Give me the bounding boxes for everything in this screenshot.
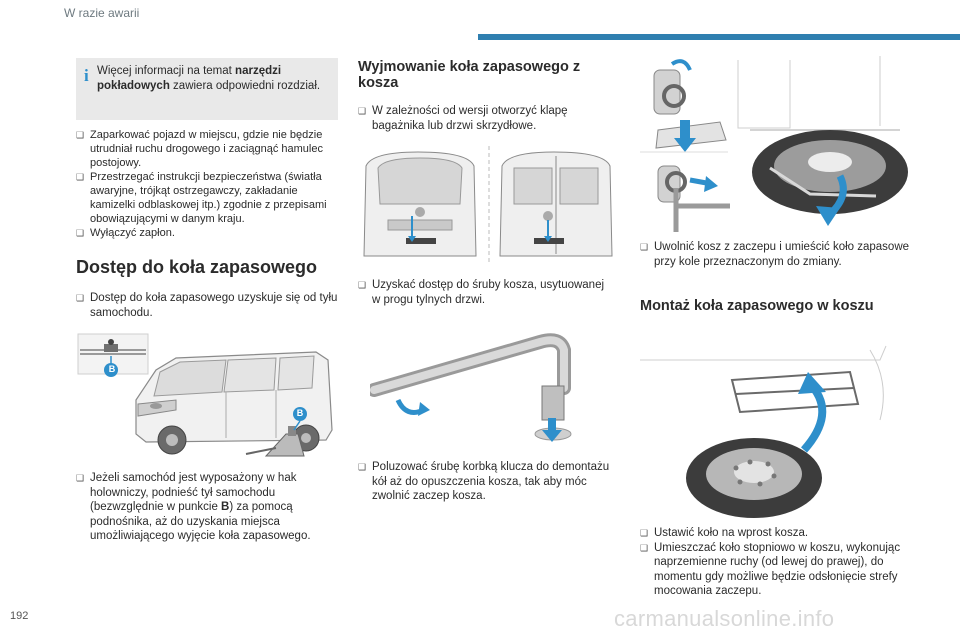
watermark: carmanualsonline.info <box>614 606 835 631</box>
marker-b-label: B <box>296 408 304 418</box>
loosen-screw-bullet: ❑ Poluzować śrubę korbką klucza do demont… <box>358 460 610 504</box>
bullet-marker-icon: ❑ <box>358 106 367 116</box>
bullet-marker-icon: ❑ <box>76 228 85 238</box>
list-item: ❑ Wyłączyć zapłon. <box>76 226 344 240</box>
safety-bullet-list: ❑ Zaparkować pojazd w miejscu, gdzie nie … <box>76 128 344 240</box>
list-item-text: Uwolnić kosz z zaczepu i umieścić koło z… <box>654 241 910 268</box>
list-item: ❑ Umieszczać koło stopniowo w koszu, wyko… <box>640 541 912 599</box>
tow-bullet: ❑ Jeżeli samochód jest wyposażony w hak h… <box>76 471 342 544</box>
wheel-into-basket-illustration <box>640 345 887 518</box>
list-item: ❑ Uwolnić kosz z zaczepu i umieścić koło … <box>640 240 910 269</box>
info-icon: i <box>84 66 89 85</box>
bullet-marker-icon: ❑ <box>76 293 85 303</box>
list-item-text: Umieszczać koło stopniowo w koszu, wykon… <box>654 541 901 598</box>
info-text: Więcej informacji na temat narzędzi pokł… <box>97 64 329 94</box>
wheel-wrench-illustration <box>370 333 572 442</box>
bullet-marker-icon: ❑ <box>640 528 649 538</box>
list-item-text: W zależności od wersji otworzyć klapę ba… <box>372 105 568 132</box>
list-item-text: Zaparkować pojazd w miejscu, gdzie nie b… <box>90 129 323 169</box>
marker-b-label: B <box>108 364 116 374</box>
bullet-marker-icon: ❑ <box>76 172 85 182</box>
section-title: W razie awarii <box>64 6 140 20</box>
marker-b-icon <box>104 363 118 377</box>
list-item: ❑ Jeżeli samochód jest wyposażony w hak h… <box>76 471 342 544</box>
release-basket-bullet: ❑ Uwolnić kosz z zaczepu i umieścić koło … <box>640 240 910 269</box>
screw-access-bullet: ❑ Uzyskać dostęp do śruby kosza, usytuowa… <box>358 278 610 307</box>
bullet-marker-icon: ❑ <box>358 280 367 290</box>
list-item-bold: B <box>221 501 230 513</box>
info-text-suffix: zawiera odpowiedni rozdział. <box>169 80 321 92</box>
bullet-marker-icon: ❑ <box>358 462 367 472</box>
list-item-text: Uzyskać dostęp do śruby kosza, usytuowan… <box>372 279 605 306</box>
heading-spare-wheel-access: Dostęp do koła zapasowego <box>76 257 318 277</box>
rear-doors-illustration <box>363 146 613 264</box>
bullet-marker-icon: ❑ <box>640 542 649 553</box>
list-item: ❑ Przestrzegać instrukcji bezpieczeństwa … <box>76 170 344 226</box>
list-item-text: Jeżeli samochód jest wyposażony w hak ho… <box>90 472 297 513</box>
list-item-text: Poluzować śrubę korbką klucza do demonta… <box>372 461 610 502</box>
list-item: ❑ W zależności od wersji otworzyć klapę b… <box>358 104 608 133</box>
list-item-text: Ustawić koło na wprost kosza. <box>654 527 809 539</box>
bullet-marker-icon: ❑ <box>76 130 85 140</box>
heading-fit-spare-wheel: Montaż koła zapasowego w koszu <box>640 298 874 314</box>
door-bullet: ❑ W zależności od wersji otworzyć klapę b… <box>358 104 608 133</box>
list-item-text: Dostęp do koła zapasowego uzyskuje się o… <box>90 292 338 319</box>
basket-release-illustration <box>640 56 908 232</box>
list-item-text: ) za pomocą podnośnika, aż do uzyskania … <box>90 501 311 542</box>
header-accent-bar <box>478 34 960 40</box>
van-jack-illustration <box>77 333 333 457</box>
info-text-prefix: Więcej informacji na temat <box>97 65 236 77</box>
list-item: ❑ Poluzować śrubę korbką klucza do demont… <box>358 460 610 504</box>
fit-wheel-bullet-list: ❑ Ustawić koło na wprost kosza. ❑ Umieszcz… <box>640 526 912 599</box>
list-item-text: Wyłączyć zapłon. <box>90 227 175 239</box>
list-item: ❑ Dostęp do koła zapasowego uzyskuje się … <box>76 291 338 320</box>
bullet-marker-icon: ❑ <box>640 242 649 252</box>
list-item-text: Przestrzegać instrukcji bezpieczeństwa (… <box>90 171 327 225</box>
page-number: 192 <box>10 610 29 622</box>
bullet-marker-icon: ❑ <box>76 473 85 483</box>
access-bullet: ❑ Dostęp do koła zapasowego uzyskuje się … <box>76 291 338 320</box>
list-item: ❑ Zaparkować pojazd w miejscu, gdzie nie … <box>76 128 344 170</box>
list-item: ❑ Ustawić koło na wprost kosza. <box>640 526 912 541</box>
info-box <box>76 58 338 120</box>
list-item: ❑ Uzyskać dostęp do śruby kosza, usytuowa… <box>358 278 610 307</box>
heading-remove-spare-wheel: Wyjmowanie koła zapasowego z kosza <box>358 59 581 91</box>
info-text-bold: narzędzi pokładowych <box>97 65 282 92</box>
